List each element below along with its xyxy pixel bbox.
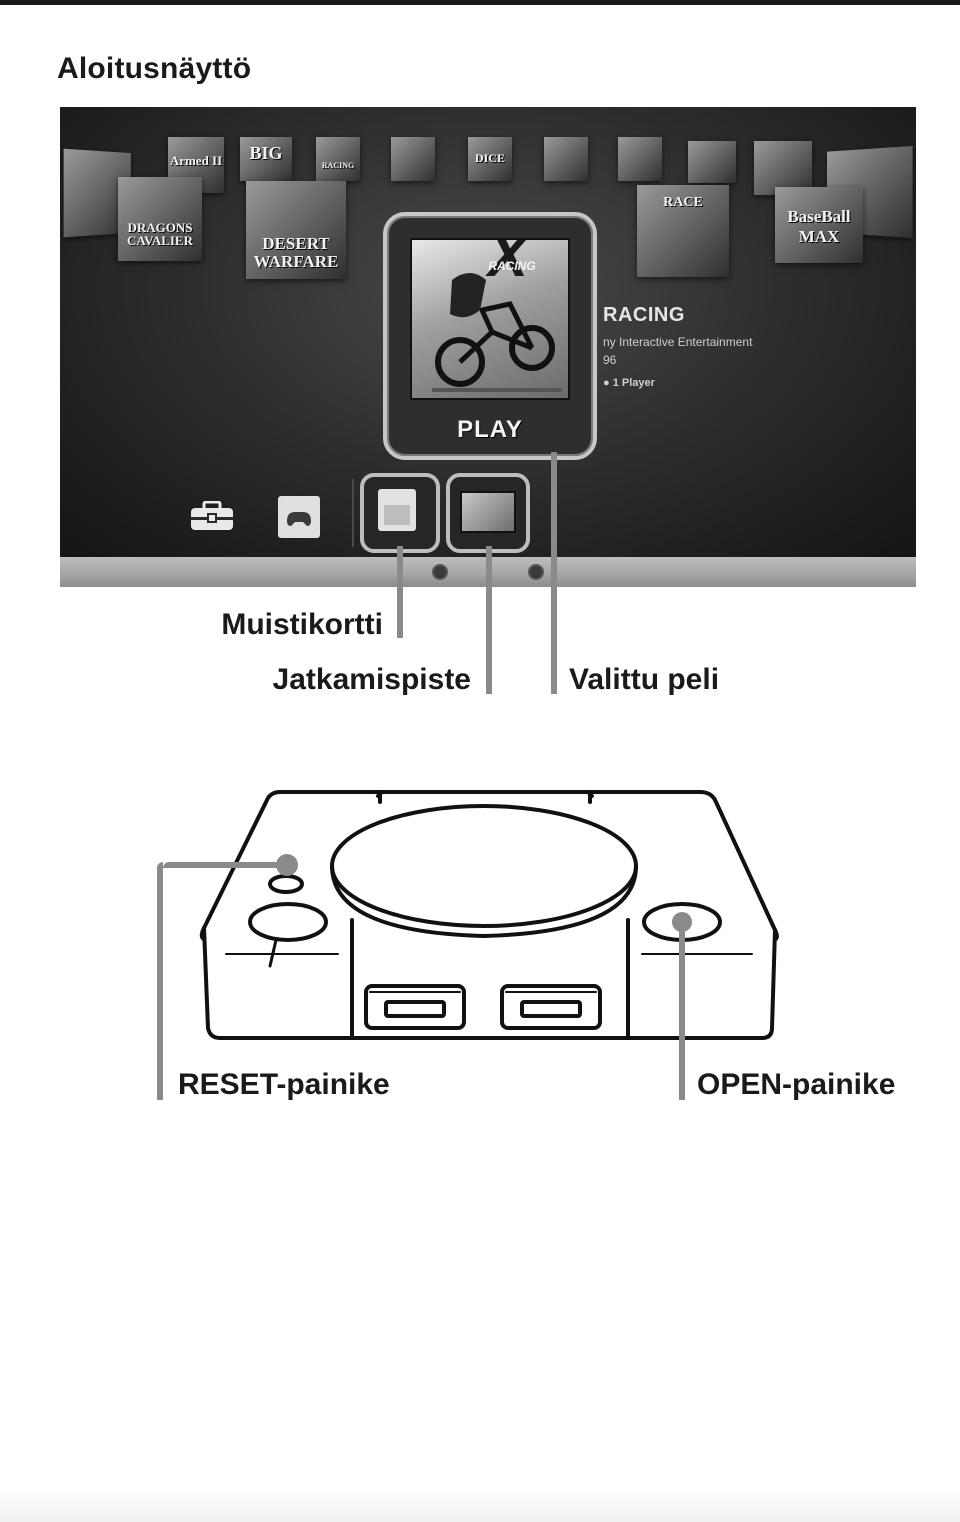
- bottom-fade: [0, 1488, 960, 1522]
- selected-game-cover: X RACING: [410, 238, 570, 400]
- callout-line-open: [679, 924, 685, 1100]
- game-players: ● 1 Player: [603, 377, 655, 389]
- cover-thumbnail[interactable]: [754, 141, 812, 195]
- player-icon: ●: [603, 377, 610, 389]
- memory-card-tile[interactable]: [360, 473, 440, 553]
- callout-line-memory-card: [397, 546, 403, 638]
- cover-thumbnail[interactable]: DESERT WARFARE: [246, 181, 346, 279]
- motocross-art: X RACING: [432, 240, 562, 392]
- section-title: Aloitusnäyttö: [57, 52, 252, 85]
- callout-line-reset-horizontal: [163, 862, 281, 868]
- resume-point-tile[interactable]: [446, 473, 530, 553]
- svg-text:X: X: [485, 240, 532, 289]
- open-button-marker: [672, 912, 692, 932]
- selected-game-tile[interactable]: X RACING PLAY: [383, 212, 597, 460]
- svg-text:RACING: RACING: [488, 259, 535, 273]
- callout-line-selected-game: [551, 452, 557, 694]
- game-publisher: ny Interactive Entertainment: [603, 335, 753, 349]
- cover-thumbnail[interactable]: [618, 137, 662, 181]
- cover-thumbnail[interactable]: [391, 137, 435, 181]
- callout-line-resume-point: [486, 546, 492, 694]
- cover-thumbnail[interactable]: DICE: [468, 137, 512, 181]
- cover-thumbnail[interactable]: [544, 137, 588, 181]
- cover-thumbnail[interactable]: BIG: [240, 137, 292, 181]
- callout-line-reset: [157, 862, 163, 1100]
- cover-thumbnail[interactable]: BaseBall MAX: [775, 187, 863, 263]
- top-rule: [0, 0, 960, 5]
- label-memory-card: Muistikortti: [221, 608, 383, 641]
- cover-thumbnail[interactable]: [688, 141, 736, 183]
- label-selected-game: Valittu peli: [569, 663, 720, 696]
- cross-button-icon: [432, 564, 448, 580]
- game-title: RACING: [603, 304, 685, 326]
- label-reset-button: RESET-painike: [178, 1068, 390, 1101]
- label-open-button: OPEN-painike: [697, 1068, 896, 1101]
- console-icon: [199, 790, 779, 1040]
- menu-divider: [352, 479, 354, 547]
- cover-thumbnail[interactable]: RACING: [316, 137, 360, 181]
- game-info: RACING ny Interactive Entertainment 96 ●…: [603, 304, 752, 389]
- home-screen: Armed II BIG RACING DICE DRAGONS CAVALIE…: [60, 107, 916, 557]
- game-year: 96: [603, 353, 617, 367]
- memory-card-icon: [378, 489, 416, 531]
- label-resume-point: Jatkamispiste: [272, 663, 471, 696]
- play-button[interactable]: PLAY: [457, 416, 523, 443]
- toolbox-icon[interactable]: [190, 500, 234, 531]
- cover-thumbnail[interactable]: DRAGONS CAVALIER: [118, 177, 202, 261]
- resume-point-icon: [460, 491, 516, 533]
- reset-button-marker: [276, 854, 298, 876]
- circle-button-icon: [528, 564, 544, 580]
- cover-thumbnail[interactable]: RACE: [637, 185, 729, 277]
- controller-icon[interactable]: [277, 495, 321, 539]
